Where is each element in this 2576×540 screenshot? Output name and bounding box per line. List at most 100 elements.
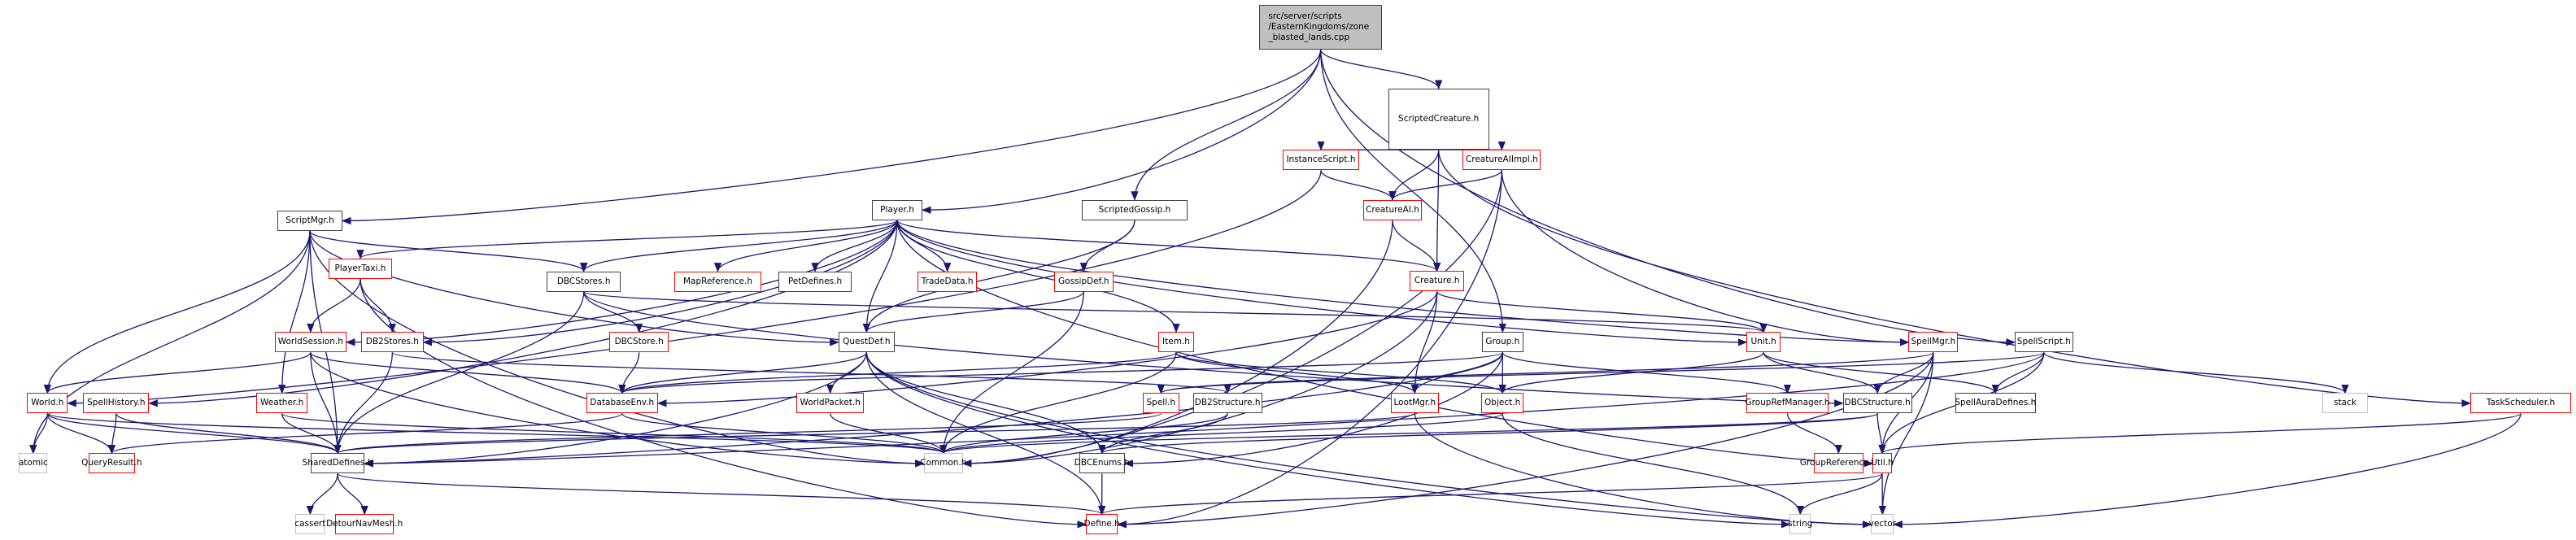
node-world-packet[interactable]: WorldPacket.h bbox=[796, 393, 864, 414]
node-creature-aiimpl[interactable]: CreatureAIImpl.h bbox=[1462, 150, 1541, 171]
edge-item-to-common bbox=[939, 352, 1177, 455]
edge-worldsession-to-databaseenv bbox=[310, 351, 626, 394]
edge-questdef-to-vector bbox=[865, 352, 1872, 529]
edge-scriptmgr-to-common bbox=[309, 230, 925, 468]
edge-creature-to-unit bbox=[1436, 290, 1767, 333]
edge-scriptmgr-to-atomic bbox=[29, 230, 311, 455]
edge-spellscript-to-shareddefines bbox=[364, 352, 2045, 468]
edge-spellmgr-to-dbcstructure bbox=[1873, 352, 1934, 394]
node-db2-structure[interactable]: DB2Structure.h bbox=[1192, 393, 1262, 414]
edge-root-to-scriptedgossip bbox=[1131, 49, 1322, 201]
node-util[interactable]: Util.h bbox=[1871, 453, 1894, 474]
node-unit[interactable]: Unit.h bbox=[1746, 332, 1781, 353]
node-stack[interactable]: stack bbox=[2322, 393, 2368, 414]
edge-scriptmgr-to-questdef bbox=[309, 230, 839, 346]
node-shared-defines[interactable]: SharedDefines.h bbox=[303, 453, 373, 474]
edge-creatureaiimpl-to-spellmgr bbox=[1501, 170, 1910, 346]
edge-questdef-to-dbcenums bbox=[865, 352, 1106, 455]
edge-db2structure-to-dbcenums bbox=[1098, 413, 1228, 455]
node-db2-stores[interactable]: DB2Stores.h bbox=[361, 332, 424, 353]
edge-world-to-atomic bbox=[29, 413, 48, 455]
edge-dbcstructure-to-dbcenums bbox=[1098, 412, 1878, 455]
edge-taskscheduler-to-util bbox=[1878, 412, 2522, 455]
node-player-taxi[interactable]: PlayerTaxi.h bbox=[329, 258, 392, 279]
edge-dbcstructure-to-util bbox=[1876, 413, 1886, 455]
edge-questdef-to-define bbox=[865, 352, 1106, 516]
node-item[interactable]: Item.h bbox=[1158, 332, 1194, 353]
edge-scriptedcreature-to-taskscheduler bbox=[1438, 149, 2472, 407]
node-group-reference[interactable]: GroupReference.h bbox=[1800, 453, 1877, 474]
edge-playertaxi-to-define bbox=[360, 278, 1087, 529]
edge-player-to-petdefines bbox=[811, 220, 898, 272]
node-creature-ai[interactable]: CreatureAI.h bbox=[1363, 199, 1422, 220]
edge-spell-to-shareddefines bbox=[333, 412, 1162, 455]
node-database-env[interactable]: DatabaseEnv.h bbox=[586, 393, 658, 414]
edge-player-to-mapreference bbox=[713, 220, 898, 272]
edge-player-to-item bbox=[896, 220, 1180, 333]
node-trade-data[interactable]: TradeData.h bbox=[918, 271, 978, 292]
edge-creatureaiimpl-to-define bbox=[1117, 170, 1502, 529]
node-world-session[interactable]: WorldSession.h bbox=[274, 332, 347, 353]
edge-databaseenv-to-queryresult bbox=[107, 412, 623, 455]
edge-player-to-spellhistory bbox=[148, 220, 898, 407]
node-pet-defines[interactable]: PetDefines.h bbox=[778, 271, 852, 292]
node-player[interactable]: Player.h bbox=[872, 199, 922, 220]
node-group[interactable]: Group.h bbox=[1482, 332, 1523, 353]
node-detour-nav-mesh[interactable]: DetourNavMesh.h bbox=[326, 514, 403, 535]
node-object[interactable]: Object.h bbox=[1481, 393, 1523, 414]
edge-root-to-player bbox=[921, 49, 1322, 214]
node-weather[interactable]: Weather.h bbox=[256, 393, 308, 414]
edge-player-to-dbcstores bbox=[580, 220, 898, 272]
node-scripted-creature[interactable]: ScriptedCreature.h bbox=[1388, 89, 1489, 150]
node-spell-history[interactable]: SpellHistory.h bbox=[83, 393, 150, 414]
edge-questdef-to-string bbox=[865, 352, 1791, 529]
edge-dbcstores-to-dbcstructure bbox=[583, 291, 1844, 407]
edge-spellhistory-to-queryresult bbox=[107, 413, 117, 455]
node-creature[interactable]: Creature.h bbox=[1410, 271, 1464, 292]
node-root[interactable]: src/server/scripts /EasternKingdoms/zone… bbox=[1259, 4, 1382, 50]
edge-root-to-scriptmgr bbox=[341, 49, 1322, 225]
node-cassert[interactable]: cassert bbox=[294, 514, 325, 535]
node-gossip-def[interactable]: GossipDef.h bbox=[1053, 271, 1114, 292]
edge-player-to-db2stores bbox=[422, 220, 898, 346]
edge-util-to-string bbox=[1796, 473, 1883, 516]
node-quest-def[interactable]: QuestDef.h bbox=[838, 332, 895, 353]
node-scripted-gossip[interactable]: ScriptedGossip.h bbox=[1082, 199, 1188, 220]
node-spell[interactable]: Spell.h bbox=[1142, 393, 1179, 414]
edge-player-to-spellmgr bbox=[896, 220, 1910, 346]
node-common[interactable]: Common.h bbox=[920, 453, 966, 474]
node-define[interactable]: Define.h bbox=[1084, 514, 1120, 535]
node-spell-script[interactable]: SpellScript.h bbox=[2015, 332, 2073, 353]
edge-scriptedcreature-to-creatureai bbox=[1388, 149, 1440, 201]
node-string[interactable]: string bbox=[1788, 514, 1812, 535]
node-task-scheduler[interactable]: TaskScheduler.h bbox=[2470, 393, 2571, 414]
edge-grouprefmanager-to-groupreference bbox=[1786, 413, 1842, 455]
node-script-mgr[interactable]: ScriptMgr.h bbox=[277, 211, 342, 231]
edge-player-to-playertaxi bbox=[356, 220, 898, 259]
edge-player-to-questdef bbox=[862, 220, 898, 333]
node-atomic[interactable]: atomic bbox=[19, 453, 48, 474]
edge-creature-to-databaseenv bbox=[656, 291, 1438, 407]
edge-player-to-creature bbox=[896, 220, 1441, 272]
node-world[interactable]: World.h bbox=[27, 393, 68, 414]
edge-worldsession-to-world bbox=[43, 352, 312, 394]
node-instance-script[interactable]: InstanceScript.h bbox=[1283, 150, 1359, 171]
node-map-reference[interactable]: MapReference.h bbox=[673, 271, 762, 292]
edge-scriptmgr-to-weather bbox=[277, 230, 311, 394]
edge-dbcstore-to-databaseenv bbox=[618, 352, 640, 394]
node-dbcstructure[interactable]: DBCStructure.h bbox=[1842, 393, 1912, 414]
edge-weather-to-common bbox=[281, 412, 948, 455]
node-dbcstore[interactable]: DBCStore.h bbox=[609, 332, 669, 353]
node-loot-mgr[interactable]: LootMgr.h bbox=[1390, 393, 1439, 414]
node-dbcstores[interactable]: DBCStores.h bbox=[547, 271, 621, 292]
node-group-ref-manager[interactable]: GroupRefManager.h bbox=[1745, 393, 1830, 414]
edge-instancescript-to-world bbox=[67, 170, 1322, 407]
node-vector[interactable]: vector bbox=[1869, 514, 1896, 535]
node-spell-mgr[interactable]: SpellMgr.h bbox=[1908, 332, 1959, 353]
node-dbcenums[interactable]: DBCEnums.h bbox=[1074, 453, 1130, 474]
edge-creatureai-to-common bbox=[961, 220, 1393, 468]
node-query-result[interactable]: QueryResult.h bbox=[81, 453, 142, 474]
edge-spellscript-to-stack bbox=[2043, 351, 2349, 394]
node-spell-aura-defines[interactable]: SpellAuraDefines.h bbox=[1955, 393, 2036, 414]
